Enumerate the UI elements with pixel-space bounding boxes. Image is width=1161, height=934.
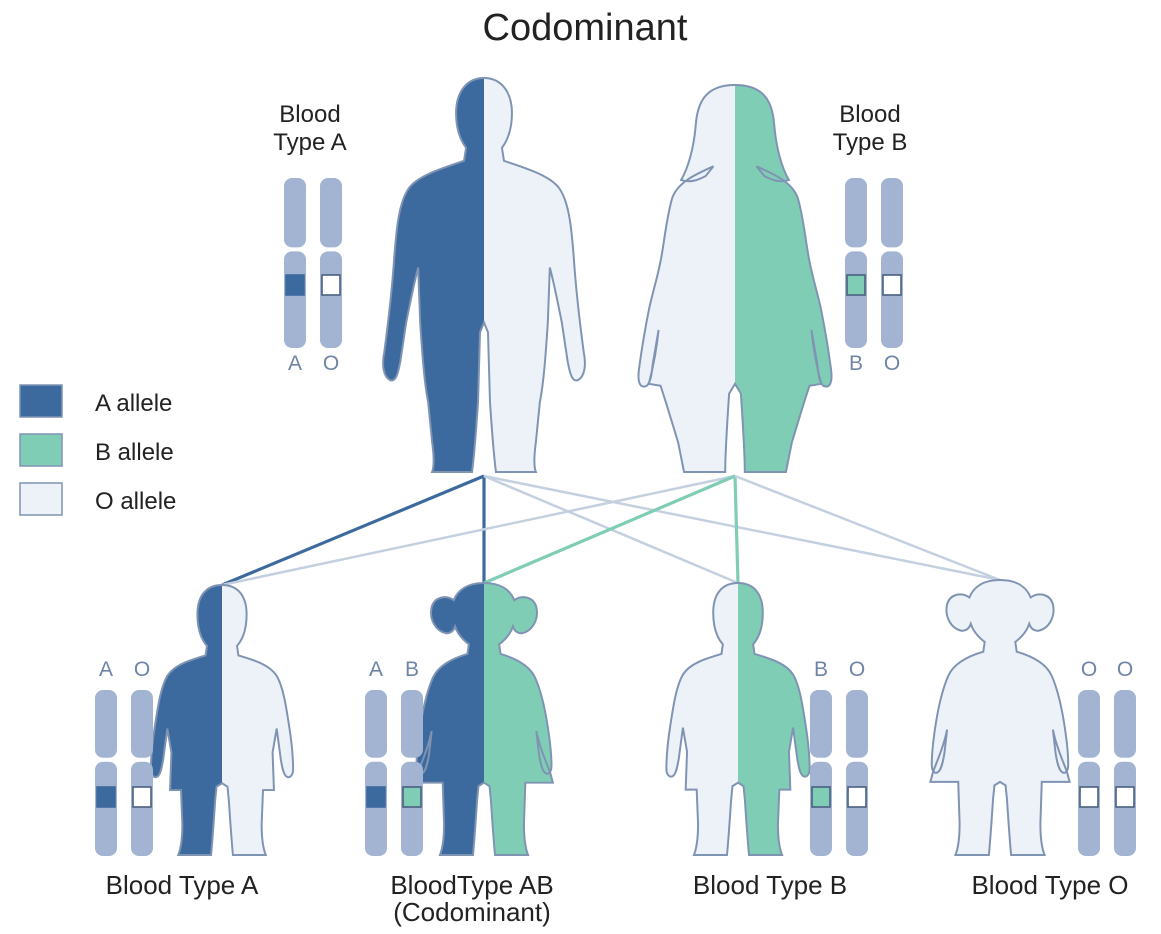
diagram-title: Codominant: [483, 7, 688, 49]
child-b-chromosome-1: [810, 690, 832, 856]
father-chromosome-2: [320, 178, 342, 348]
child-ab-figure: [415, 583, 553, 855]
child-o-label: Blood Type O: [971, 870, 1128, 900]
father-label-line1: Blood: [279, 101, 340, 128]
child-b-chromosome-2: [846, 690, 868, 856]
chromosome-arm-lower: [810, 762, 832, 856]
legend-swatch-o: [20, 483, 62, 515]
mother-label-line1: Blood: [839, 101, 900, 128]
father-label-line2: Type A: [273, 129, 346, 156]
father-chromosome-1: [284, 178, 306, 348]
mother-chromosome-1: [845, 178, 867, 348]
child-a-chromosome-2: [131, 690, 153, 856]
allele-band-a: [97, 787, 115, 807]
allele-band-a: [367, 787, 385, 807]
allele-band-o: [883, 275, 901, 295]
child-b-allele-letter-2: O: [849, 658, 865, 681]
allele-band-o: [322, 275, 340, 295]
chromosome-arm-upper: [1114, 690, 1136, 758]
child-a-allele-letter-1: A: [99, 658, 113, 681]
child-ab-allele-letter-2: B: [405, 658, 419, 681]
child-o-chromosome-2: [1114, 690, 1136, 856]
allele-band-o: [1116, 787, 1134, 807]
chromosome-arm-upper: [881, 178, 903, 247]
chromosome-arm-upper: [95, 690, 117, 758]
child-a-label: Blood Type A: [106, 870, 259, 900]
chromosome-arm-upper: [1078, 690, 1100, 758]
chromosome-arm-upper: [401, 690, 423, 758]
allele-band-b: [847, 275, 865, 295]
chromosome-arm-lower: [1078, 762, 1100, 856]
child-a-figure: [151, 585, 293, 855]
child-b-label: Blood Type B: [693, 870, 847, 900]
allele-band-b: [812, 787, 830, 807]
mother-label-line2: Type B: [833, 129, 908, 156]
legend-swatch-b: [20, 434, 62, 466]
chromosome-arm-upper: [284, 178, 306, 247]
chromosome-arm-lower: [881, 251, 903, 348]
allele-band-b: [403, 787, 421, 807]
legend-label-b: B allele: [95, 439, 174, 466]
lines-layer: [222, 476, 1000, 585]
father-allele-letter-2: O: [323, 352, 339, 375]
allele-band-o: [133, 787, 151, 807]
child-ab-chromosome-1: [365, 690, 387, 856]
chromosome-arm-upper: [131, 690, 153, 758]
child-a-allele-letter-2: O: [134, 658, 150, 681]
chromosome-arm-lower: [320, 251, 342, 348]
child-o-allele-letter-1: O: [1081, 658, 1097, 681]
child-o-chromosome-1: [1078, 690, 1100, 856]
child-a-chromosome-1: [95, 690, 117, 856]
inheritance-line-mother-to-child-a: [222, 476, 735, 585]
chromosome-arm-upper: [320, 178, 342, 247]
chromosome-arm-lower: [401, 762, 423, 856]
mother-figure: [638, 85, 831, 472]
inheritance-line-father-to-child-a: [222, 476, 484, 585]
allele-band-o: [848, 787, 866, 807]
chromosome-arm-lower: [284, 251, 306, 348]
chromosome-arm-lower: [95, 762, 117, 856]
chromosome-arm-lower: [1114, 762, 1136, 856]
legend-label-a: A allele: [95, 390, 172, 417]
child-ab-sublabel: (Codominant): [393, 897, 551, 927]
allele-band-a: [286, 275, 304, 295]
chromosome-arm-lower: [365, 762, 387, 856]
legend-label-o: O allele: [95, 488, 176, 515]
mother-chromosome-2: [881, 178, 903, 348]
mother-allele-letter-2: O: [884, 352, 900, 375]
child-ab-allele-letter-1: A: [369, 658, 383, 681]
chromosome-arm-lower: [845, 251, 867, 348]
chromosome-arm-lower: [131, 762, 153, 856]
mother-allele-letter-1: B: [849, 352, 863, 375]
child-b-figure: [666, 583, 809, 855]
chromosome-arm-upper: [365, 690, 387, 758]
child-o-figure: [930, 580, 1069, 855]
child-o-allele-letter-2: O: [1117, 658, 1133, 681]
child-ab-chromosome-2: [401, 690, 423, 856]
chromosome-arm-upper: [845, 178, 867, 247]
chromosome-arm-lower: [846, 762, 868, 856]
inheritance-line-mother-to-child-b: [735, 476, 738, 583]
chromosome-arm-upper: [810, 690, 832, 758]
inheritance-line-mother-to-child-o: [735, 476, 1000, 580]
child-b-allele-letter-1: B: [814, 658, 828, 681]
chromosome-arm-upper: [846, 690, 868, 758]
allele-band-o: [1080, 787, 1098, 807]
father-allele-letter-1: A: [288, 352, 302, 375]
inheritance-line-father-to-child-o: [484, 476, 1000, 580]
legend: A allele B allele O allele: [20, 385, 176, 515]
legend-swatch-a: [20, 385, 62, 417]
child-ab-label: BloodType AB: [390, 870, 553, 900]
father-figure: [383, 78, 585, 472]
